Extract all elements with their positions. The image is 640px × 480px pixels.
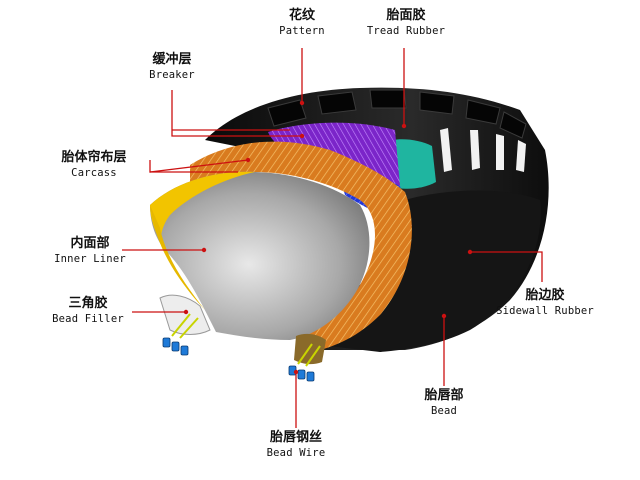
carcass-ply-layer (190, 141, 412, 352)
tread-shoulder-grooves (440, 128, 526, 172)
bead-wire-bundle-right (288, 365, 315, 382)
label-pattern-en: Pattern (279, 25, 325, 37)
label-bead-wire: 胎唇钢丝 Bead Wire (256, 430, 336, 460)
label-breaker: 缓冲层 Breaker (140, 52, 204, 82)
leader-lines (122, 48, 543, 428)
tread-rubber-layer (392, 139, 436, 189)
label-sidewall-en: Sidewall Rubber (496, 305, 594, 317)
label-inner-liner: 内面部 Inner Liner (50, 236, 130, 266)
label-tread-en: Tread Rubber (366, 25, 446, 37)
label-wire-en: Bead Wire (266, 447, 326, 459)
label-tread-zh: 胎面胶 (386, 8, 426, 23)
label-inner-zh: 内面部 (70, 236, 110, 251)
tread-pattern-blocks (267, 89, 527, 139)
label-carcass: 胎体帘布层 Carcass (44, 150, 144, 180)
bead-filler-left (159, 294, 211, 335)
inner-liner-edge (150, 171, 255, 250)
label-pattern-zh: 花纹 (288, 8, 315, 23)
label-wire-zh: 胎唇钢丝 (269, 430, 322, 445)
label-inner-en: Inner Liner (54, 253, 126, 265)
label-bead: 胎唇部 Bead (412, 388, 476, 418)
bead-wire-bundle-left (162, 337, 189, 356)
label-sidewall-zh: 胎边胶 (525, 288, 565, 303)
label-bead-filler: 三角胶 Bead Filler (48, 296, 128, 326)
label-filler-zh: 三角胶 (68, 296, 108, 311)
label-breaker-zh: 缓冲层 (152, 52, 192, 67)
inner-liner-surface (150, 171, 370, 340)
label-sidewall-rubber: 胎边胶 Sidewall Rubber (492, 288, 598, 318)
bead-filler-strands (171, 313, 321, 367)
label-carcass-en: Carcass (71, 167, 117, 179)
label-tread-rubber: 胎面胶 Tread Rubber (360, 8, 452, 38)
leader-dots (183, 100, 473, 375)
label-filler-en: Bead Filler (52, 313, 124, 325)
label-breaker-en: Breaker (149, 69, 195, 81)
label-bead-en: Bead (430, 405, 458, 417)
label-pattern: 花纹 Pattern (270, 8, 334, 38)
label-bead-zh: 胎唇部 (424, 388, 464, 403)
label-carcass-zh: 胎体帘布层 (61, 150, 127, 165)
